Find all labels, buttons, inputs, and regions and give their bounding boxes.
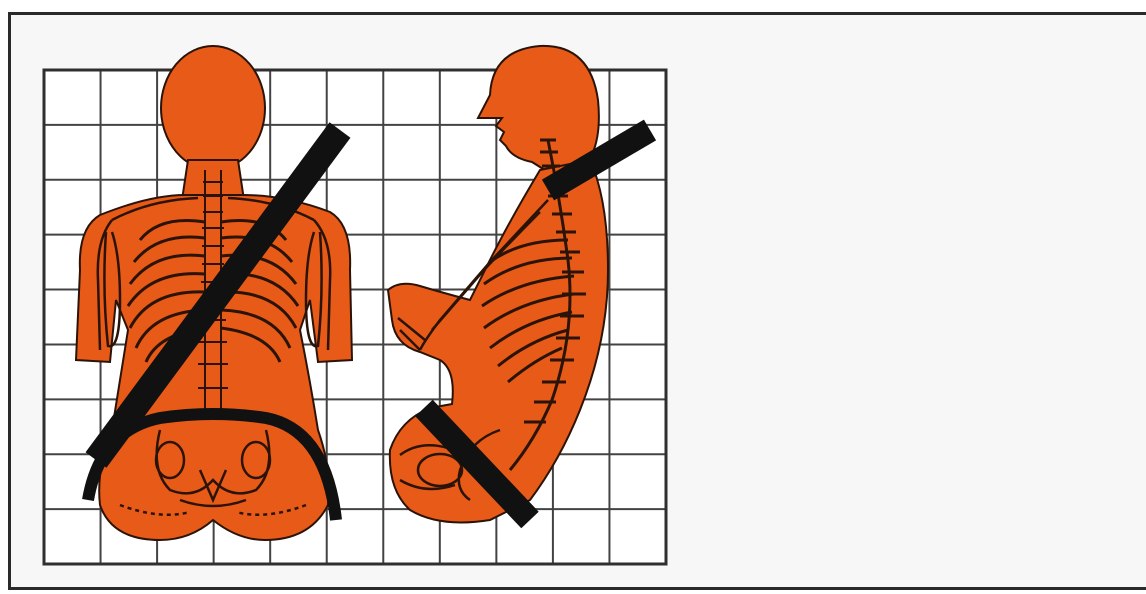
front-head — [161, 46, 265, 170]
